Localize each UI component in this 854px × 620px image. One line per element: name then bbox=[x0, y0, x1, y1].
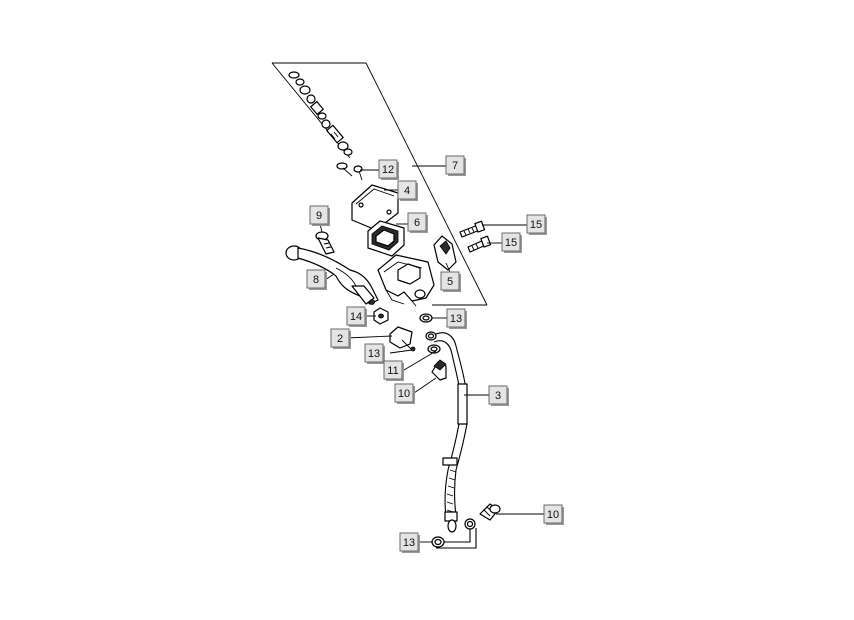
callout-13-middle[interactable]: 13 bbox=[364, 343, 385, 364]
svg-text:13: 13 bbox=[368, 348, 380, 360]
svg-text:14: 14 bbox=[350, 311, 362, 323]
callout-7[interactable]: 7 bbox=[445, 155, 466, 176]
mirror-clamp bbox=[433, 235, 457, 271]
callout-3[interactable]: 3 bbox=[488, 385, 509, 406]
svg-text:15: 15 bbox=[505, 237, 517, 249]
callout-10-upper[interactable]: 10 bbox=[394, 383, 415, 404]
callout-13-lower[interactable]: 13 bbox=[399, 532, 420, 553]
svg-text:15: 15 bbox=[530, 219, 542, 231]
callout-12[interactable]: 12 bbox=[378, 159, 399, 180]
cap-screw bbox=[336, 162, 363, 181]
svg-text:10: 10 bbox=[547, 509, 559, 521]
svg-text:4: 4 bbox=[404, 185, 410, 197]
callout-10-lower[interactable]: 10 bbox=[543, 504, 564, 525]
sealing-washer bbox=[419, 313, 433, 323]
sealing-washer bbox=[431, 518, 476, 548]
svg-text:8: 8 bbox=[313, 274, 319, 286]
svg-text:13: 13 bbox=[403, 537, 415, 549]
brake-hose bbox=[425, 331, 477, 549]
svg-text:3: 3 bbox=[495, 390, 501, 402]
callout-9[interactable]: 9 bbox=[309, 205, 330, 226]
svg-text:11: 11 bbox=[387, 365, 398, 377]
sealing-washer bbox=[427, 344, 441, 354]
svg-text:10: 10 bbox=[398, 388, 410, 400]
brake-lever bbox=[285, 245, 379, 305]
svg-text:7: 7 bbox=[452, 160, 458, 172]
callout-8[interactable]: 8 bbox=[306, 269, 327, 290]
callout-13-upper[interactable]: 13 bbox=[446, 308, 467, 329]
callout-6[interactable]: 6 bbox=[407, 212, 428, 233]
pivot-bolt bbox=[315, 231, 335, 255]
reservoir-cap bbox=[351, 184, 399, 231]
clamp-bolts bbox=[459, 220, 492, 253]
callout-5[interactable]: 5 bbox=[440, 271, 461, 292]
callout-11[interactable]: 11 bbox=[383, 360, 404, 381]
banjo-bolt bbox=[479, 503, 501, 521]
brake-light-switch bbox=[389, 326, 416, 352]
leader-lines bbox=[317, 165, 544, 543]
nut bbox=[373, 307, 389, 325]
callout-14[interactable]: 14 bbox=[346, 306, 367, 327]
piston-kit bbox=[288, 71, 353, 156]
svg-text:2: 2 bbox=[337, 333, 343, 345]
svg-text:6: 6 bbox=[414, 217, 420, 229]
callout-15-top[interactable]: 15 bbox=[526, 214, 547, 235]
svg-text:5: 5 bbox=[447, 276, 453, 288]
diaphragm bbox=[367, 220, 405, 257]
svg-text:9: 9 bbox=[316, 210, 322, 222]
banjo-bolt bbox=[431, 359, 447, 381]
callout-15-bottom[interactable]: 15 bbox=[501, 232, 522, 253]
svg-text:12: 12 bbox=[382, 164, 394, 176]
callout-2[interactable]: 2 bbox=[330, 328, 351, 349]
callout-4[interactable]: 4 bbox=[397, 180, 418, 201]
svg-text:13: 13 bbox=[450, 313, 462, 325]
master-cylinder-body bbox=[377, 254, 435, 307]
